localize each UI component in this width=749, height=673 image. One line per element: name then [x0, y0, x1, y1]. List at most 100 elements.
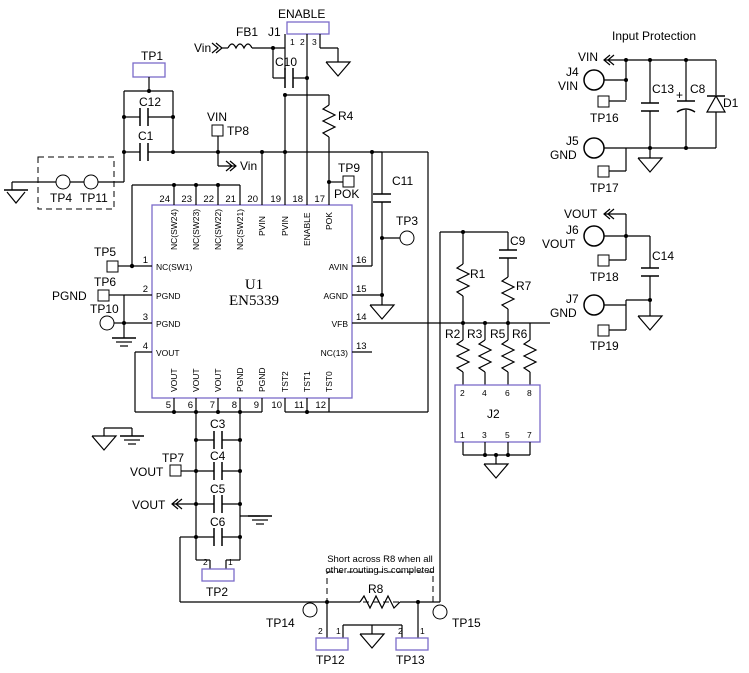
tp2-box — [201, 568, 235, 582]
pin-num-2: 2 — [143, 284, 148, 295]
pin-num-18: 18 — [292, 194, 303, 205]
r4-label: R4 — [338, 109, 354, 123]
pin-num-16: 16 — [356, 255, 367, 266]
pin-name-1: NC(SW1) — [156, 262, 193, 272]
output-capacitors: C3 C4 C5 C6 — [194, 412, 272, 560]
r8-dashed-box — [326, 571, 434, 603]
pin-num-21: 21 — [225, 194, 236, 205]
tp13: 2 1 TP13 — [395, 602, 429, 667]
pin-name-19: PVIN — [280, 216, 290, 236]
j1-label: J1 — [268, 25, 281, 39]
pin-num-14: 14 — [356, 312, 367, 323]
u1-bottom-pins: 5 6 7 8 9 10 11 12 VOUT VOUT VOUT PGND P… — [166, 367, 334, 412]
tp15: TP15 — [432, 604, 481, 630]
u1-body — [151, 204, 353, 399]
pin-num-6: 6 — [188, 400, 193, 411]
ferrite-fb1: FB1 Vin — [194, 25, 285, 55]
tp11-label: TP11 — [80, 191, 108, 205]
tp16-label: TP16 — [590, 111, 619, 125]
tp6-pad — [97, 289, 110, 302]
r7-label: R7 — [516, 279, 532, 293]
u1-right-pins: 16 15 14 13 AVIN AGND VFB NC(13) — [321, 255, 550, 358]
pin-name-18: ENABLE — [302, 212, 312, 246]
pin-name-12: TST0 — [324, 371, 334, 392]
pin-name-24: NC(SW24) — [169, 209, 179, 250]
tp12: 2 1 TP12 — [315, 602, 349, 667]
vout-loop — [134, 352, 262, 414]
tp14: TP14 — [266, 602, 318, 630]
tp2-label: TP2 — [206, 585, 228, 599]
tp5: TP5 — [94, 245, 119, 273]
tp5-label: TP5 — [94, 245, 116, 259]
pin-name-11: TST1 — [302, 371, 312, 392]
feedback-network: R1 R7 C9 R2 R3 R5 R6 — [440, 230, 538, 385]
c3-label: C3 — [210, 417, 226, 431]
tp18-pad — [597, 254, 610, 267]
j2-pin-2: 2 — [460, 388, 465, 398]
pin-num-8: 8 — [232, 400, 237, 411]
j1-pin3: 3 — [312, 37, 317, 47]
pok-label: POK — [334, 187, 359, 201]
c4-label: C4 — [210, 449, 226, 463]
pin-name-16: AVIN — [329, 262, 348, 272]
j1-pin1: 1 — [290, 37, 295, 47]
tp6: TP6 PGND — [52, 275, 124, 303]
tp13-pin1: 1 — [420, 626, 425, 636]
tp12-tp13-ground — [343, 624, 402, 649]
j2-pin-4: 4 — [482, 388, 487, 398]
c14-label: C14 — [652, 249, 674, 263]
fb1-label: FB1 — [236, 25, 258, 39]
j2-pin-3: 3 — [482, 430, 487, 440]
tp13-box — [395, 637, 429, 651]
j5: J5 GND — [550, 134, 626, 162]
vin-arrow: Vin — [217, 152, 257, 173]
tp4-label: TP4 — [50, 191, 72, 205]
c8-label: C8 — [690, 82, 706, 96]
tp10-label: TP10 — [90, 302, 119, 316]
pin-num-22: 22 — [203, 194, 214, 205]
enable-label: ENABLE — [278, 7, 325, 21]
j7: J7 GND — [550, 292, 627, 330]
r5-label: R5 — [490, 327, 506, 341]
j6-label: J6 — [566, 223, 579, 237]
tp19: TP19 — [590, 324, 626, 353]
j4-vin-label: VIN — [558, 79, 578, 93]
tp4-tp11-group: TP4 TP11 — [4, 156, 115, 210]
pin-name-14: VFB — [331, 319, 348, 329]
pin-num-15: 15 — [356, 284, 367, 295]
pin-name-17: POK — [324, 212, 334, 230]
fb1-vin-label: Vin — [194, 41, 211, 55]
tp12-pin2: 2 — [318, 626, 323, 636]
r1-label: R1 — [470, 267, 486, 281]
pin-name-21: NC(SW21) — [235, 209, 245, 250]
j5-label: J5 — [566, 134, 579, 148]
pin-num-5: 5 — [166, 400, 171, 411]
u1-top-pins: 24 23 22 21 20 19 18 17 NC(SW24) NC(SW23… — [159, 178, 334, 250]
tp16-pad — [597, 95, 610, 108]
r8-label: R8 — [368, 582, 384, 596]
tp7-vout-label: VOUT — [130, 465, 164, 479]
j7-gnd-label: GND — [550, 306, 577, 320]
j4-connector — [583, 69, 605, 91]
tp12-pin1: 1 — [336, 626, 341, 636]
pin-name-15: AGND — [323, 291, 348, 301]
tp17-label: TP17 — [590, 181, 619, 195]
tp14-label: TP14 — [266, 616, 295, 630]
c10-label: C10 — [275, 55, 297, 69]
tp3-pad — [399, 230, 415, 246]
j7-label: J7 — [566, 292, 579, 306]
u1-left-pins: 1 2 3 4 NC(SW1) PGND PGND VOUT — [124, 255, 193, 358]
tp2-pin2: 2 — [203, 557, 208, 567]
pin-num-13: 13 — [356, 341, 367, 352]
tp5-pad — [106, 260, 119, 273]
c9-label: C9 — [510, 234, 526, 248]
tp10: TP10 — [90, 302, 124, 331]
j6-vout-label: VOUT — [542, 237, 576, 251]
tp4-pad — [55, 174, 71, 190]
ip-vin-label: VIN — [578, 50, 598, 64]
sense-route — [179, 232, 441, 603]
tp2-pin1: 1 — [228, 557, 233, 567]
pin-name-9: PGND — [257, 367, 267, 392]
j6-connector — [583, 225, 605, 247]
sw-pins-bus — [118, 183, 240, 269]
